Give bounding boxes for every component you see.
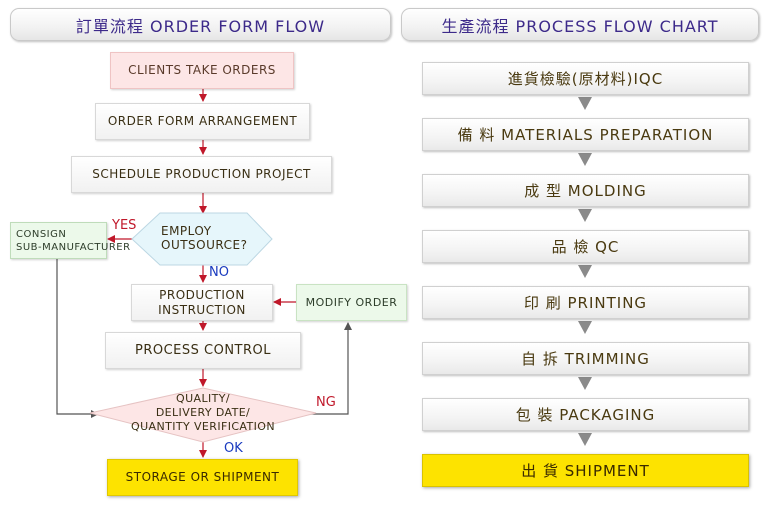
consign-sub-manufacturer-box: CONSIGN SUB-MANUFACTURER	[10, 222, 130, 259]
no-label: NO	[209, 265, 229, 280]
production-instruction-line2: INSTRUCTION	[158, 302, 246, 317]
order-form-arrangement-box: ORDER FORM ARRANGEMENT	[95, 103, 310, 140]
process-step-label: 成 型 MOLDING	[524, 182, 647, 200]
process-step-label: 包 裝 PACKAGING	[515, 406, 656, 424]
process-flow-title: 生產流程 PROCESS FLOW CHART	[441, 16, 719, 36]
arrow-consign-to-quality	[56, 259, 99, 418]
production-instruction-box: PRODUCTION INSTRUCTION	[131, 284, 273, 321]
connector-triangle	[578, 433, 592, 446]
quality-verification-diamond	[89, 387, 317, 443]
process-step-label: 品 檢 QC	[551, 238, 620, 256]
connector-triangle	[578, 265, 592, 278]
yes-label: YES	[112, 218, 137, 233]
connector-triangle	[578, 377, 592, 390]
modify-order-label: MODIFY ORDER	[305, 296, 398, 309]
process-step-label: 自 拆 TRIMMING	[521, 350, 650, 368]
quality-line2: DELIVERY DATE/	[155, 406, 251, 419]
process-step-shipment: 出 貨 SHIPMENT	[422, 454, 749, 487]
connector-triangle	[578, 153, 592, 166]
quality-verification-text: QUALITY/ DELIVERY DATE/ QUANTITY VERIFIC…	[113, 392, 293, 436]
storage-or-shipment-box: STORAGE OR SHIPMENT	[107, 459, 298, 496]
process-step-label: 印 刷 PRINTING	[523, 294, 648, 312]
consign-line2: SUB-MANUFACTURER	[16, 241, 131, 253]
employ-outsource-line2: OUTSOURCE?	[161, 238, 248, 252]
order-flow-header: 訂單流程 ORDER FORM FLOW	[10, 8, 391, 41]
modify-order-box: MODIFY ORDER	[296, 284, 407, 321]
arrow-ng-to-modify	[308, 322, 352, 415]
process-step-packaging: 包 裝 PACKAGING	[422, 398, 749, 431]
consign-line1: CONSIGN	[16, 228, 67, 240]
order-form-arrangement-label: ORDER FORM ARRANGEMENT	[107, 114, 298, 128]
connector-triangle	[578, 209, 592, 222]
process-step-label: 出 貨 SHIPMENT	[521, 462, 650, 480]
process-step-molding: 成 型 MOLDING	[422, 174, 749, 207]
process-step-qc: 品 檢 QC	[422, 230, 749, 263]
schedule-production-box: SCHEDULE PRODUCTION PROJECT	[71, 156, 332, 193]
process-flow-header: 生產流程 PROCESS FLOW CHART	[401, 8, 759, 41]
schedule-production-label: SCHEDULE PRODUCTION PROJECT	[92, 167, 311, 181]
process-step-iqc: 進貨檢驗(原材料)IQC	[422, 62, 749, 95]
process-step-printing: 印 刷 PRINTING	[422, 286, 749, 319]
process-connector-triangles	[578, 97, 592, 446]
process-step-trimming: 自 拆 TRIMMING	[422, 342, 749, 375]
connector-triangle	[578, 97, 592, 110]
clients-take-orders-label: CLIENTS TAKE ORDERS	[128, 63, 276, 77]
connector-triangle	[578, 321, 592, 334]
process-control-box: PROCESS CONTROL	[105, 332, 301, 369]
process-step-label: 備 料 MATERIALS PREPARATION	[457, 126, 714, 144]
ng-label: NG	[316, 395, 336, 410]
quality-line1: QUALITY/	[176, 392, 230, 405]
employ-outsource-line1: EMPLOY	[161, 224, 212, 238]
process-control-label: PROCESS CONTROL	[134, 343, 271, 358]
clients-take-orders-box: CLIENTS TAKE ORDERS	[110, 52, 294, 89]
order-flow-title: 訂單流程 ORDER FORM FLOW	[75, 16, 326, 36]
ok-label: OK	[224, 441, 243, 456]
process-step-materials: 備 料 MATERIALS PREPARATION	[422, 118, 749, 151]
quality-line3: QUANTITY VERIFICATION	[131, 420, 275, 433]
employ-outsource-text: EMPLOY OUTSOURCE?	[150, 224, 260, 256]
employ-outsource-diamond	[131, 212, 273, 266]
production-instruction-line1: PRODUCTION	[159, 287, 245, 302]
storage-or-shipment-label: STORAGE OR SHIPMENT	[125, 470, 280, 484]
process-step-label: 進貨檢驗(原材料)IQC	[507, 70, 664, 88]
